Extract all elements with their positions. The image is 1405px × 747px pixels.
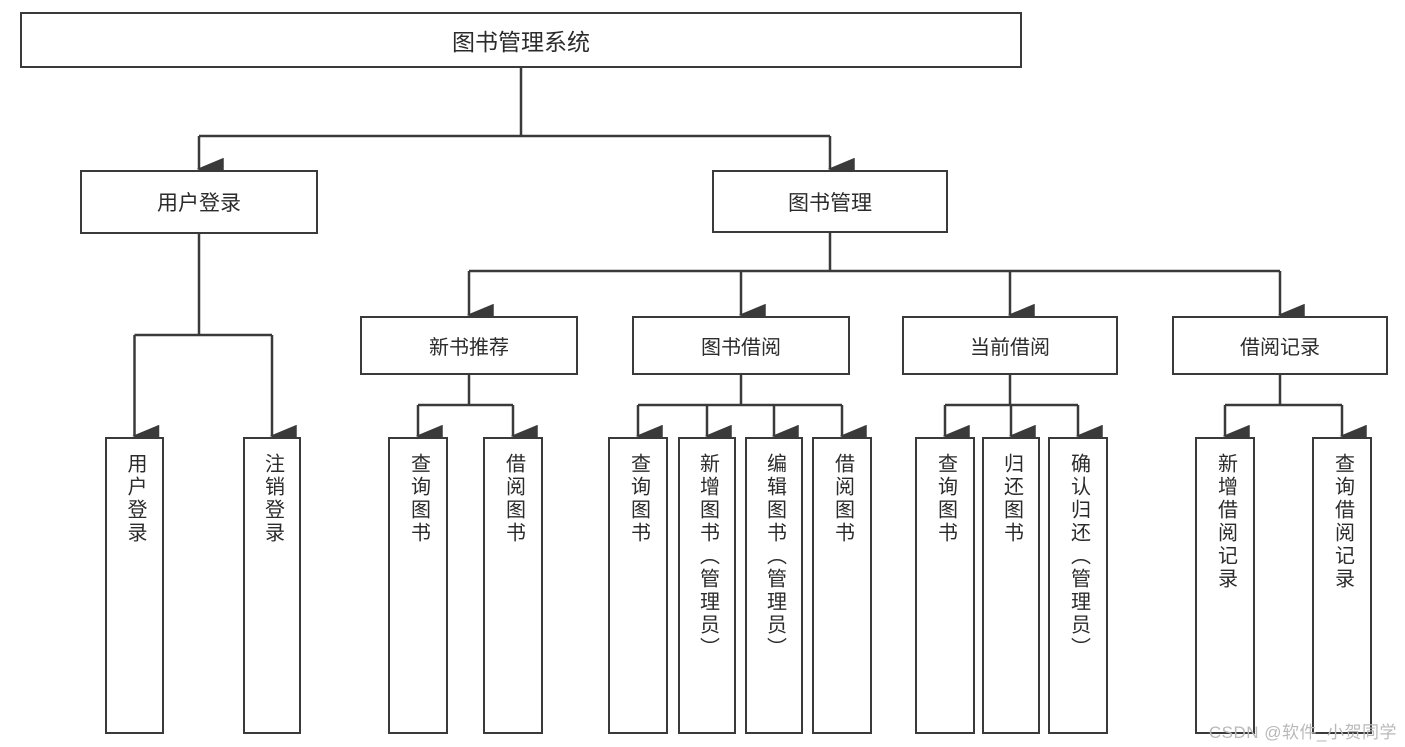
root-node-0[interactable]: 图书管理系统 [20, 12, 1022, 68]
leaf-node-8[interactable]: 查询图书 [915, 437, 975, 734]
watermark: CSDN @软件_小贺同学 [1208, 723, 1397, 742]
node-label: 归还图书 [1000, 453, 1023, 545]
level1-node-1[interactable]: 图书管理 [712, 170, 948, 233]
level2-node-0[interactable]: 新书推荐 [360, 316, 578, 375]
node-label: 查询图书 [934, 453, 957, 545]
node-label: 借阅记录 [1240, 337, 1320, 359]
node-label: 注销登录 [261, 453, 284, 545]
leaf-node-5[interactable]: 新增图书（管理员） [678, 437, 736, 734]
leaf-node-6[interactable]: 编辑图书（管理员） [745, 437, 803, 734]
node-label: 查询图书 [407, 453, 430, 545]
level2-node-3[interactable]: 借阅记录 [1172, 316, 1388, 375]
level2-node-2[interactable]: 当前借阅 [902, 316, 1118, 375]
node-label: 借阅图书 [502, 453, 525, 545]
leaf-node-12[interactable]: 查询借阅记录 [1312, 437, 1372, 734]
level1-node-0[interactable]: 用户登录 [80, 170, 318, 234]
node-label: 新书推荐 [429, 337, 509, 359]
node-label: 借阅图书 [831, 453, 854, 545]
node-label: 用户登录 [157, 192, 241, 215]
node-label: 图书借阅 [701, 337, 781, 359]
node-label: 查询图书 [627, 453, 650, 545]
leaf-node-10[interactable]: 确认归还（管理员） [1048, 437, 1108, 734]
leaf-node-3[interactable]: 借阅图书 [483, 437, 543, 734]
leaf-node-11[interactable]: 新增借阅记录 [1195, 437, 1255, 734]
leaf-node-2[interactable]: 查询图书 [388, 437, 448, 734]
node-label: 编辑图书（管理员） [763, 453, 786, 660]
node-label: 图书管理 [788, 191, 872, 215]
node-label: 查询借阅记录 [1331, 453, 1354, 591]
node-label: 确认归还（管理员） [1067, 453, 1090, 660]
node-label: 新增借阅记录 [1214, 453, 1237, 591]
node-label: 用户登录 [124, 453, 146, 545]
leaf-node-1[interactable]: 注销登录 [243, 437, 301, 734]
node-label: 新增图书（管理员） [696, 453, 719, 660]
node-label: 图书管理系统 [452, 29, 590, 55]
leaf-node-9[interactable]: 归还图书 [982, 437, 1040, 734]
level2-node-1[interactable]: 图书借阅 [632, 316, 850, 375]
leaf-node-4[interactable]: 查询图书 [608, 437, 668, 734]
node-label: 当前借阅 [970, 337, 1050, 359]
leaf-node-7[interactable]: 借阅图书 [812, 437, 872, 734]
leaf-node-0[interactable]: 用户登录 [105, 437, 164, 734]
